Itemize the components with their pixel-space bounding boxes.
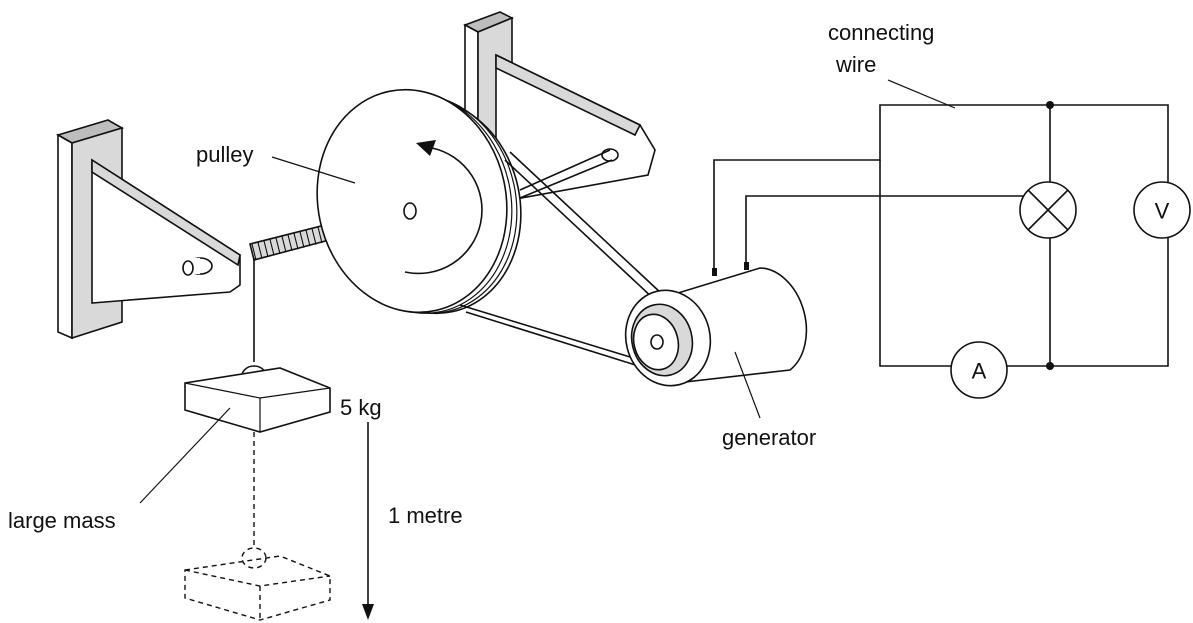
large-mass-label: large mass: [8, 508, 116, 533]
generator-body: [624, 262, 808, 387]
junction-top: [1046, 101, 1054, 109]
generator-label: generator: [722, 425, 816, 450]
lowered-mass: [184, 432, 331, 621]
lamp-symbol: [1019, 181, 1077, 239]
mass-value-label: 5 kg: [340, 395, 382, 420]
axle-thread: [251, 243, 257, 261]
axle-thread: [299, 231, 305, 248]
pulley-label: pulley: [196, 142, 253, 167]
axle-thread: [305, 230, 311, 247]
axle-thread: [263, 240, 269, 258]
connecting-wire-label-2: wire: [835, 52, 876, 77]
voltmeter-label: V: [1155, 199, 1170, 224]
left-bracket: [55, 119, 241, 340]
rotation-arrow: [404, 147, 483, 275]
string-and-mass: [184, 258, 331, 433]
rotation-arrowhead: [416, 140, 436, 156]
axle-thread: [275, 237, 281, 254]
leader-lines: [139, 79, 956, 504]
ammeter-symbol: A: [950, 341, 1008, 399]
axle-thread: [287, 234, 293, 251]
axle-thread: [317, 226, 323, 244]
junction-bottom: [1046, 362, 1054, 370]
distance-label: 1 metre: [388, 503, 463, 528]
axle-thread: [293, 233, 299, 250]
axle-thread: [281, 236, 287, 253]
pulley-wheel: [316, 88, 522, 315]
axle-thread: [269, 239, 275, 256]
axle-thread: [311, 228, 317, 245]
distance-arrow: [362, 422, 374, 620]
axle-thread: [257, 242, 263, 259]
connecting-wire-label-1: connecting: [828, 20, 934, 45]
voltmeter-symbol: V: [1133, 181, 1191, 239]
drive-belt: [459, 151, 663, 369]
ammeter-label: A: [972, 359, 987, 384]
